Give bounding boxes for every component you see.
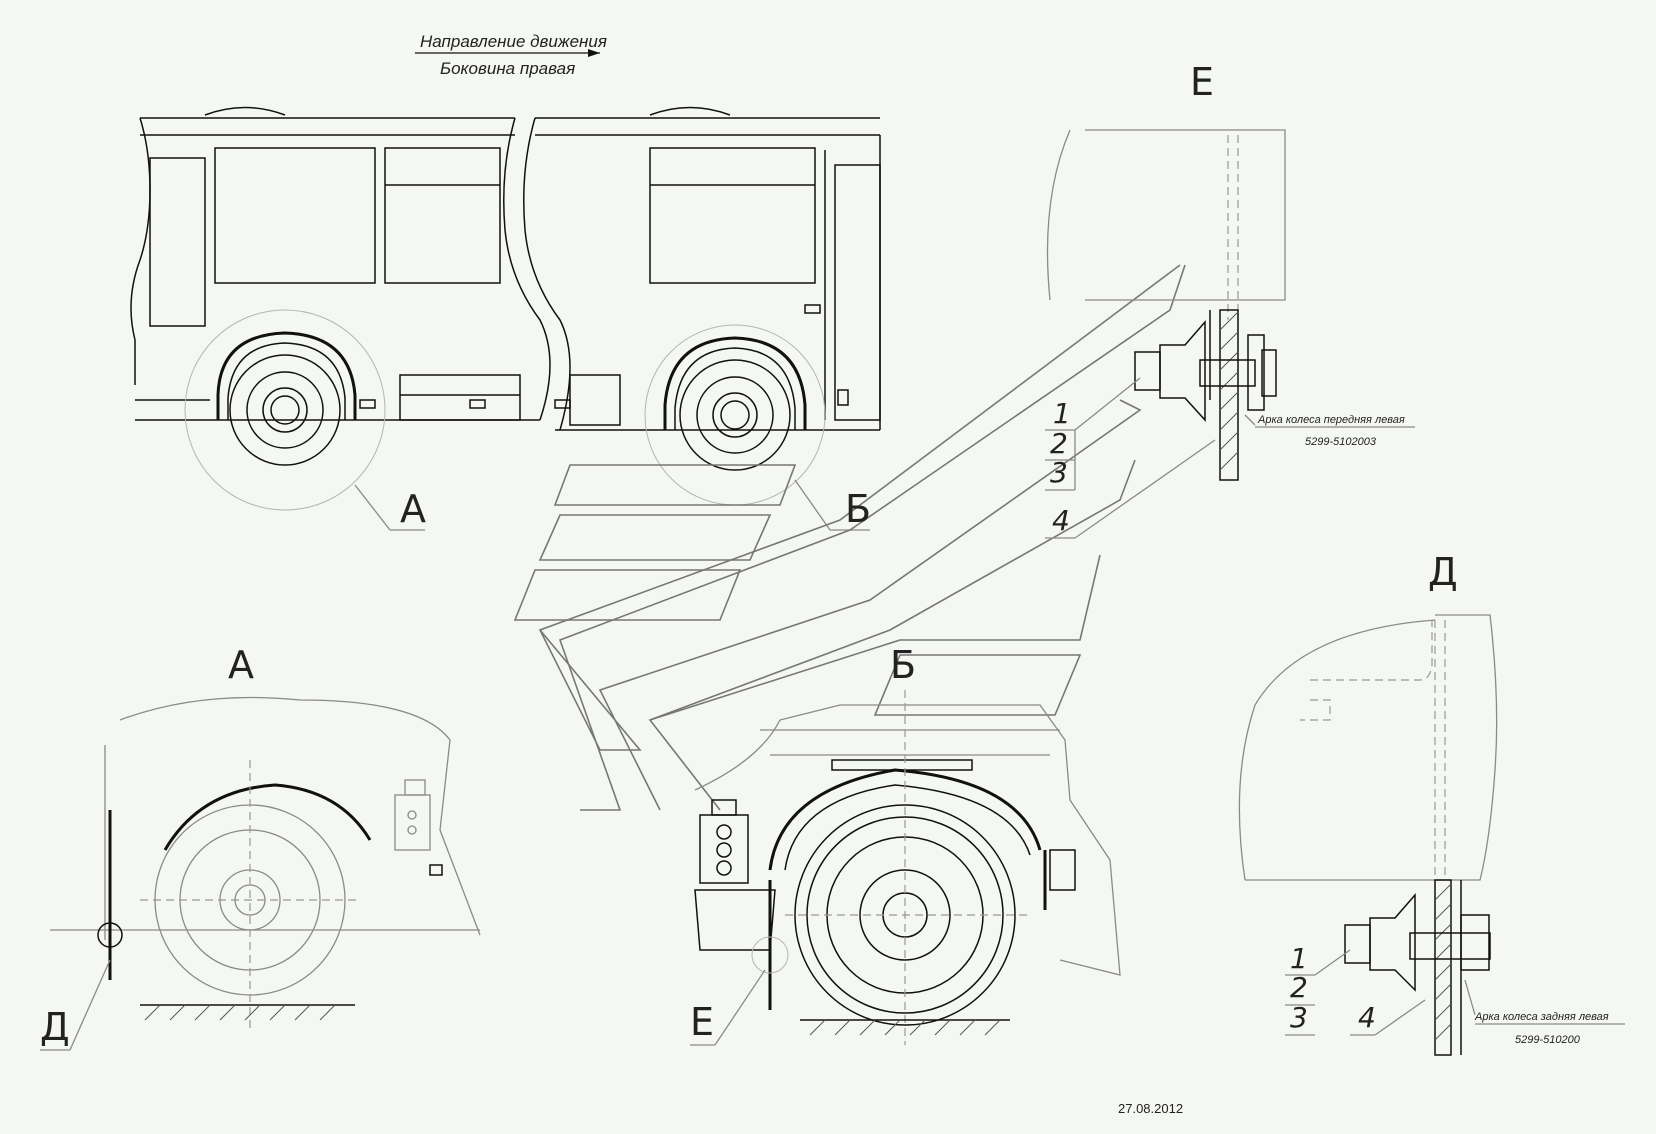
detail-e: Е 1 2 3 4 (1045, 60, 1415, 539)
chevron-shapes (513, 264, 1186, 811)
detail-a-callout-d: Д (40, 1005, 70, 1049)
bus-callout-a: А (400, 487, 426, 531)
detail-d-note-code: 5299-510200 (1515, 1034, 1581, 1046)
detail-d-part-4: 4 (1358, 1001, 1376, 1034)
bus-side-view-front (130, 106, 551, 531)
detail-d-title: Д (1428, 550, 1458, 594)
direction-of-travel-text: Направление движения (420, 32, 607, 51)
side-panel-text: Боковина правая (440, 59, 575, 78)
detail-e-part-2: 2 (1050, 427, 1068, 460)
detail-a-title: А (228, 643, 254, 687)
header: Направление движения Боковина правая (415, 32, 607, 78)
detail-e-note-code: 5299-5102003 (1305, 436, 1377, 448)
bus-callout-b: Б (845, 487, 871, 531)
bus-side-view-rear (523, 106, 881, 531)
arrow-right-icon (588, 49, 600, 57)
drawing-date: 27.08.2012 (1118, 1101, 1183, 1116)
detail-b: Б Б (690, 487, 1121, 1046)
detail-d-part-2: 2 (1290, 971, 1308, 1004)
detail-e-note-title: Арка колеса передняя левая (1257, 414, 1405, 426)
detail-d-note-title: Арка колеса задняя левая (1474, 1011, 1609, 1023)
detail-d-part-1: 1 (1290, 942, 1308, 975)
detail-d-part-3: 3 (1290, 1001, 1308, 1034)
detail-e-part-3: 3 (1050, 456, 1068, 489)
detail-a: А Д (40, 643, 481, 1051)
detail-e-part-1: 1 (1053, 397, 1071, 430)
detail-b-callout-e: Е (690, 1000, 714, 1044)
detail-d: Д 1 2 3 4 (1238, 550, 1625, 1056)
detail-e-title: Е (1190, 60, 1214, 104)
detail-b-title: Б (890, 643, 916, 687)
detail-e-part-4: 4 (1052, 504, 1070, 537)
